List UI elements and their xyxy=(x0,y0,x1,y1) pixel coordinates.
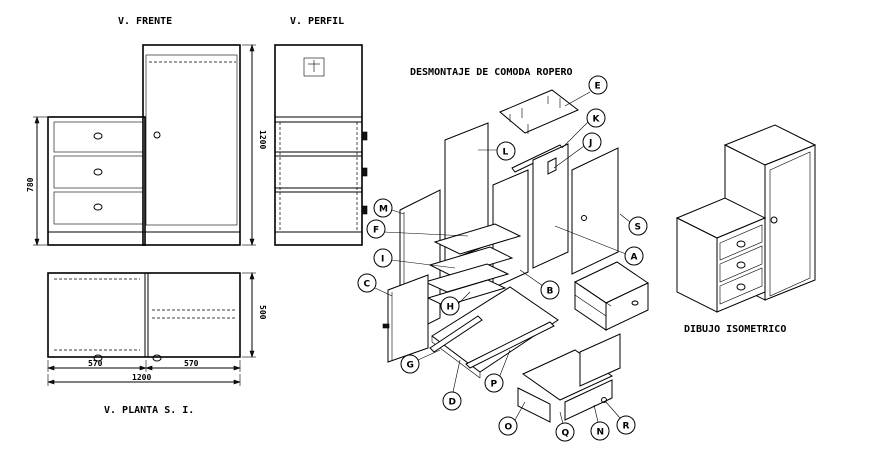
svg-text:A: A xyxy=(631,253,638,263)
svg-text:F: F xyxy=(373,226,379,236)
part-label-A: A xyxy=(554,225,644,266)
svg-text:C: C xyxy=(364,280,371,290)
svg-text:G: G xyxy=(407,361,414,371)
part-label-J: J xyxy=(553,132,602,169)
dim-570-right: 570 xyxy=(184,359,199,368)
svg-text:I: I xyxy=(381,255,384,265)
part-label-R: R xyxy=(605,401,636,435)
part-label-D: D xyxy=(442,359,462,411)
part-label-K: K xyxy=(561,108,606,149)
part-label-I: I xyxy=(373,248,456,269)
part-label-N: N xyxy=(590,404,610,441)
isometric-view-title: DIBUJO ISOMETRICO xyxy=(684,324,786,335)
part-label-F: F xyxy=(366,219,469,239)
side-view: V. PERFIL xyxy=(274,16,368,246)
plan-view: 500 570 570 1200 V. PLANTA S. I. xyxy=(47,272,267,416)
svg-text:R: R xyxy=(623,422,630,432)
svg-text:J: J xyxy=(588,139,592,149)
side-view-title: V. PERFIL xyxy=(290,16,344,27)
part-label-Q: Q xyxy=(555,411,575,442)
svg-text:K: K xyxy=(593,115,601,125)
exploded-view: DESMONTAJE DE COMODA ROPERO xyxy=(382,67,650,423)
part-label-O: O xyxy=(498,401,526,436)
isometric-view: DIBUJO ISOMETRICO xyxy=(675,124,817,335)
part-label-B: B xyxy=(519,269,560,300)
svg-text:E: E xyxy=(595,82,601,92)
svg-text:N: N xyxy=(597,428,605,438)
part-label-G: G xyxy=(400,349,441,374)
svg-text:S: S xyxy=(635,223,641,233)
exploded-view-title: DESMONTAJE DE COMODA ROPERO xyxy=(410,67,573,78)
part-label-P: P xyxy=(484,349,511,393)
svg-text:M: M xyxy=(379,205,388,215)
svg-text:B: B xyxy=(547,287,554,297)
svg-text:D: D xyxy=(449,398,456,408)
part-label-E: E xyxy=(564,75,608,107)
part-label-M: M xyxy=(373,198,405,218)
dim-570-left: 570 xyxy=(88,359,103,368)
front-view-title: V. FRENTE xyxy=(118,16,172,27)
svg-text:O: O xyxy=(505,423,513,433)
dim-1200-width: 1200 xyxy=(132,373,151,382)
svg-text:P: P xyxy=(491,380,498,390)
front-view: V. FRENTE 780 1200 xyxy=(26,16,267,246)
svg-text:L: L xyxy=(503,148,509,158)
part-label-H: H xyxy=(440,291,471,316)
part-label-C: C xyxy=(357,273,393,297)
dim-1200-height: 1200 xyxy=(258,130,267,149)
dim-500: 500 xyxy=(258,305,267,320)
svg-text:Q: Q xyxy=(562,429,570,439)
svg-text:H: H xyxy=(447,303,455,313)
door-knob xyxy=(153,131,161,139)
dim-780: 780 xyxy=(26,177,35,192)
part-label-S: S xyxy=(619,213,648,236)
part-label-L: L xyxy=(478,141,516,161)
plan-view-title: V. PLANTA S. I. xyxy=(104,405,194,416)
